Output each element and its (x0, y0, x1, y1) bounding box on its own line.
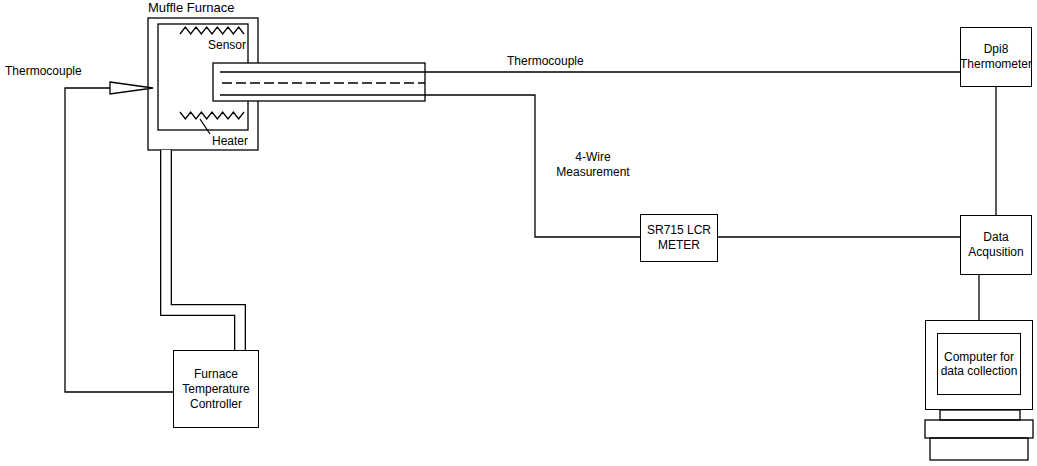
connector-line (65, 88, 173, 392)
computer-keyboard (930, 438, 1028, 460)
heater-coil (180, 112, 244, 119)
furnace-node: Muffle Furnace (110, 0, 425, 150)
wire (996, 87, 997, 215)
lcr-meter-box: SR715 LCR METER (640, 214, 718, 262)
heater-coil (180, 27, 244, 34)
connector-line (718, 236, 960, 237)
wire (425, 72, 960, 73)
data-acquisition-box: Data Acqusition (960, 215, 1032, 275)
controller-box: Furnace Temperature Controller (173, 350, 259, 428)
leader-line (200, 119, 210, 134)
thermocouple-tip (110, 82, 153, 94)
node-label: Data Acqusition (964, 230, 1028, 260)
node-label: Dpi8 Thermometer (960, 42, 1032, 72)
node-label: Furnace Temperature Controller (177, 367, 255, 412)
thermometer-box: Dpi8 Thermometer (960, 27, 1032, 87)
sensor-tube (213, 63, 425, 101)
tube-wire (220, 71, 425, 72)
connector-line (978, 275, 979, 320)
sensor-axis (222, 82, 425, 83)
wire (425, 95, 640, 237)
wire-label: Thermocouple (505, 54, 586, 69)
conduit-core (166, 150, 240, 350)
part-label: Sensor (208, 38, 246, 52)
wire-label: Thermocouple (3, 64, 84, 79)
part-label: Heater (212, 134, 248, 148)
wire (979, 275, 980, 320)
connector-line (995, 87, 996, 215)
computer-base (925, 420, 1033, 438)
connector-line (425, 95, 640, 237)
connector-line (425, 71, 960, 72)
wire (65, 88, 173, 392)
conduit (166, 150, 240, 350)
node-label: Computer for data collection (940, 350, 1018, 379)
tube-wire (220, 94, 425, 95)
wire-label: 4-Wire Measurement (548, 150, 638, 180)
monitor-screen: Computer for data collection (937, 333, 1021, 395)
node-label: SR715 LCR METER (644, 223, 714, 253)
computer-monitor: Computer for data collection (925, 320, 1033, 410)
furnace-title: Muffle Furnace (148, 0, 234, 15)
wire (718, 237, 960, 238)
connector-line (166, 150, 240, 350)
monitor-stand (940, 410, 1020, 420)
